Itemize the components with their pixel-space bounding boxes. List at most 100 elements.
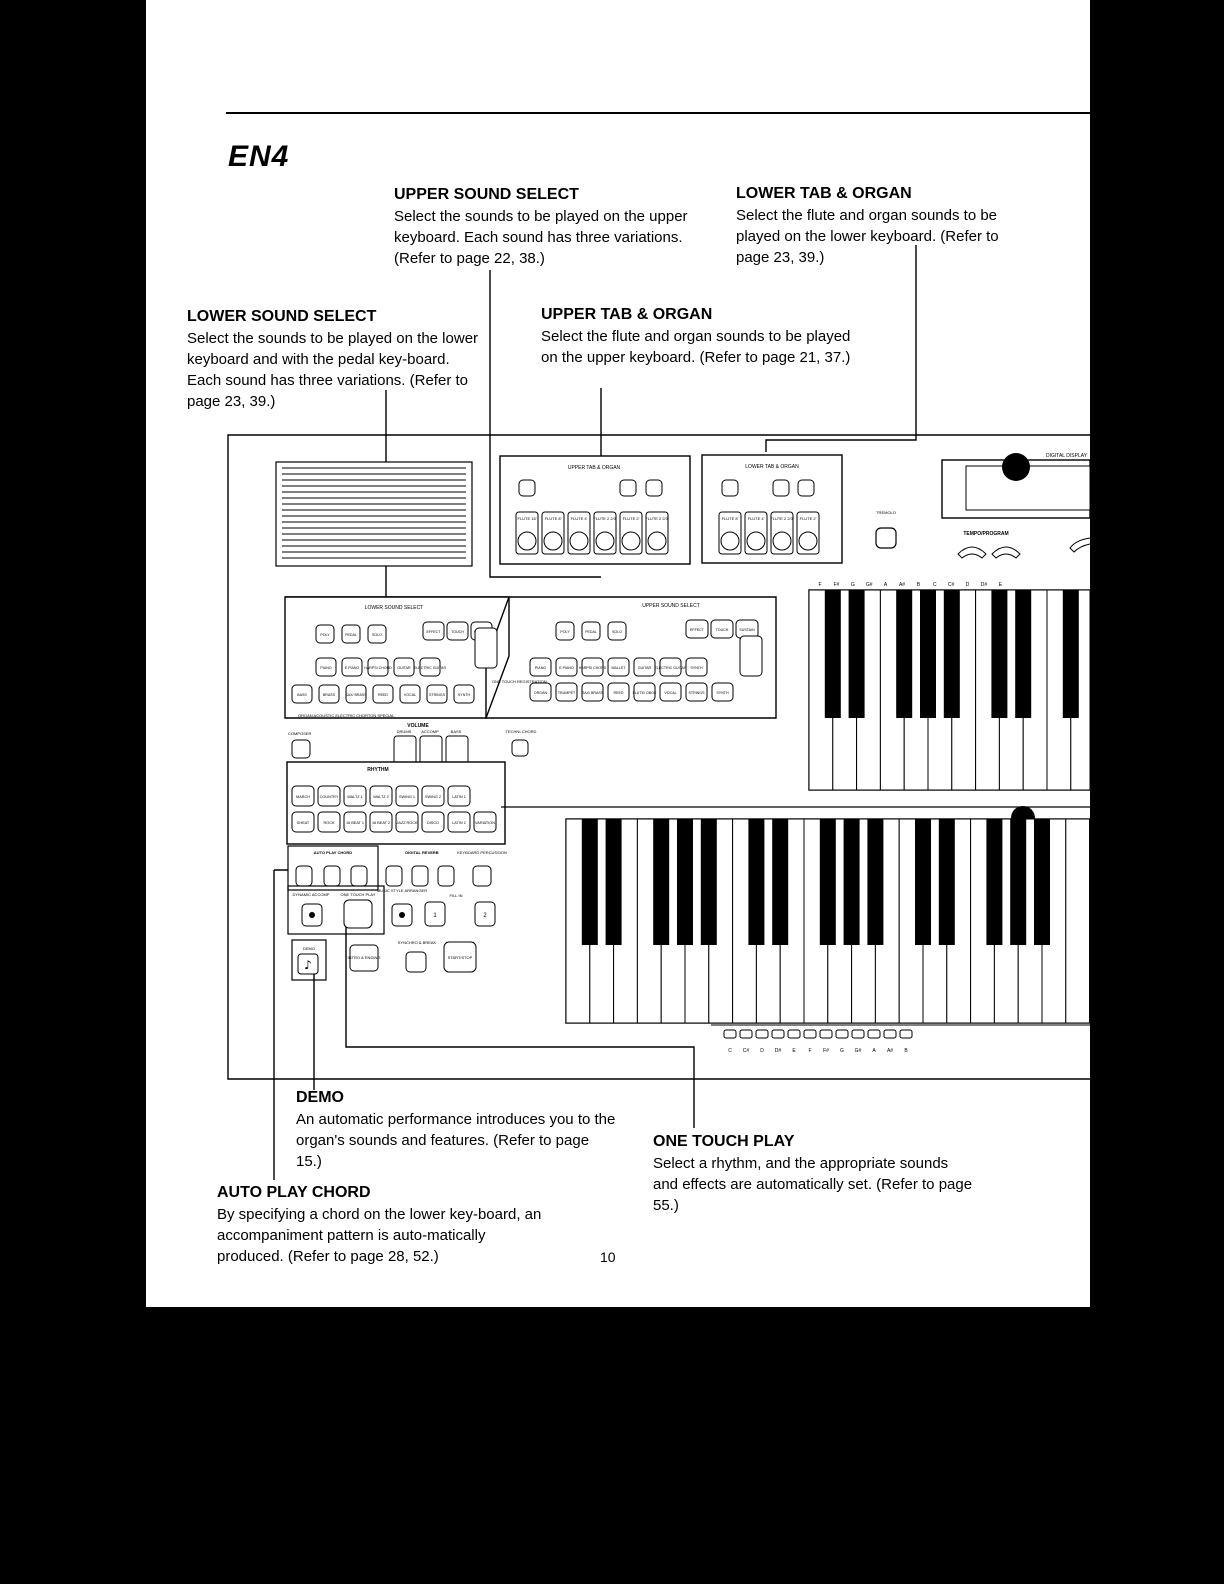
upper-effect-button[interactable] [685,619,709,639]
lower-sound-button[interactable] [367,657,389,677]
black-key[interactable] [1010,819,1027,945]
lower-sound-button[interactable] [453,684,475,704]
black-key[interactable] [700,819,717,945]
upper-sound-button[interactable] [581,657,604,677]
upper-variation-arrows[interactable] [739,635,763,677]
rhythm-button[interactable] [343,785,367,807]
rhythm-button[interactable] [473,811,497,833]
lower-sound-button[interactable] [426,684,448,704]
lower-sound-button[interactable] [345,684,367,704]
composer-button[interactable] [291,739,311,759]
black-key[interactable] [920,590,936,718]
tempo-program-button[interactable] [1069,537,1090,553]
lower-sound-button[interactable] [341,657,363,677]
upper-effect-button[interactable] [710,619,734,639]
bass-volume-control[interactable] [445,735,469,765]
black-key[interactable] [677,819,693,945]
memory-button[interactable] [350,865,368,887]
one-touch-play-button[interactable] [343,899,373,929]
upper-sound-button[interactable] [659,682,682,702]
tremolo-button[interactable] [875,527,897,549]
reverb-room-button[interactable] [385,865,403,887]
rhythm-button[interactable] [447,785,471,807]
demo-button[interactable] [297,953,319,975]
rhythm-button[interactable] [395,811,419,833]
synchro-break-button[interactable] [405,951,427,973]
flute-button[interactable] [797,479,815,497]
lower-effect-button[interactable] [446,621,469,641]
rhythm-button[interactable] [317,785,341,807]
upper-sound-button[interactable] [633,657,656,677]
upper-sound-button[interactable] [555,657,578,677]
upper-sound-mode-button[interactable] [555,621,575,641]
upper-sound-button[interactable] [607,657,630,677]
black-key[interactable] [819,819,836,945]
upper-sound-mode-button[interactable] [607,621,627,641]
lower-sound-button[interactable] [291,684,313,704]
black-key[interactable] [915,819,931,945]
lower-sound-mode-button[interactable] [367,624,387,644]
intro-ending-button[interactable] [349,944,379,972]
lower-effect-button[interactable] [422,621,445,641]
rhythm-button[interactable] [395,785,419,807]
black-key[interactable] [943,590,960,718]
upper-sound-button[interactable] [555,682,578,702]
black-key[interactable] [748,819,765,945]
black-key[interactable] [653,819,670,945]
reverb-button[interactable] [772,479,790,497]
upper-sound-button[interactable] [711,682,734,702]
black-key[interactable] [581,819,598,945]
black-key[interactable] [1062,590,1079,718]
fill-in-1-button[interactable] [424,901,446,927]
black-key[interactable] [991,590,1008,718]
upper-sound-button[interactable] [529,657,552,677]
lower-variation-arrows[interactable] [474,627,498,669]
lower-sound-button[interactable] [372,684,394,704]
rhythm-button[interactable] [421,811,445,833]
upper-sound-button[interactable] [581,682,604,702]
black-key[interactable] [867,819,884,945]
rhythm-button[interactable] [369,785,393,807]
lower-sound-button[interactable] [419,657,441,677]
technichord-button[interactable] [511,739,529,757]
rhythm-button[interactable] [291,785,315,807]
upper-sound-button[interactable] [607,682,630,702]
tempo-fast-button[interactable] [991,546,1021,559]
black-key[interactable] [605,819,622,945]
tab-organ-button[interactable] [518,479,536,497]
reverb-hall-button[interactable] [437,865,455,887]
tab-organ-button[interactable] [721,479,739,497]
rhythm-button[interactable] [421,785,445,807]
drums-volume-control[interactable] [393,735,417,765]
upper-sound-button[interactable] [529,682,552,702]
reverb-button[interactable] [619,479,637,497]
start-stop-button[interactable] [443,941,477,973]
black-key[interactable] [1015,590,1032,718]
lower-sound-button[interactable] [393,657,415,677]
black-key[interactable] [772,819,789,945]
upper-sound-button[interactable] [659,657,682,677]
white-key[interactable] [1065,818,1090,1024]
lower-sound-button[interactable] [318,684,340,704]
reverb-stage-button[interactable] [411,865,429,887]
fingered-button[interactable] [295,865,313,887]
flute-button[interactable] [645,479,663,497]
upper-sound-button[interactable] [685,657,708,677]
upper-sound-button[interactable] [685,682,708,702]
fingered2-button[interactable] [323,865,341,887]
black-key[interactable] [824,590,841,718]
tempo-slow-button[interactable] [957,546,987,559]
rhythm-button[interactable] [291,811,315,833]
black-key[interactable] [986,819,1003,945]
rhythm-button[interactable] [343,811,367,833]
rhythm-button[interactable] [317,811,341,833]
fill-in-2-button[interactable] [474,901,496,927]
black-key[interactable] [843,819,860,945]
lower-sound-button[interactable] [315,657,337,677]
black-key[interactable] [848,590,865,718]
black-key[interactable] [896,590,913,718]
rhythm-button[interactable] [369,811,393,833]
black-key[interactable] [938,819,955,945]
rhythm-button[interactable] [447,811,471,833]
black-key[interactable] [1034,819,1050,945]
